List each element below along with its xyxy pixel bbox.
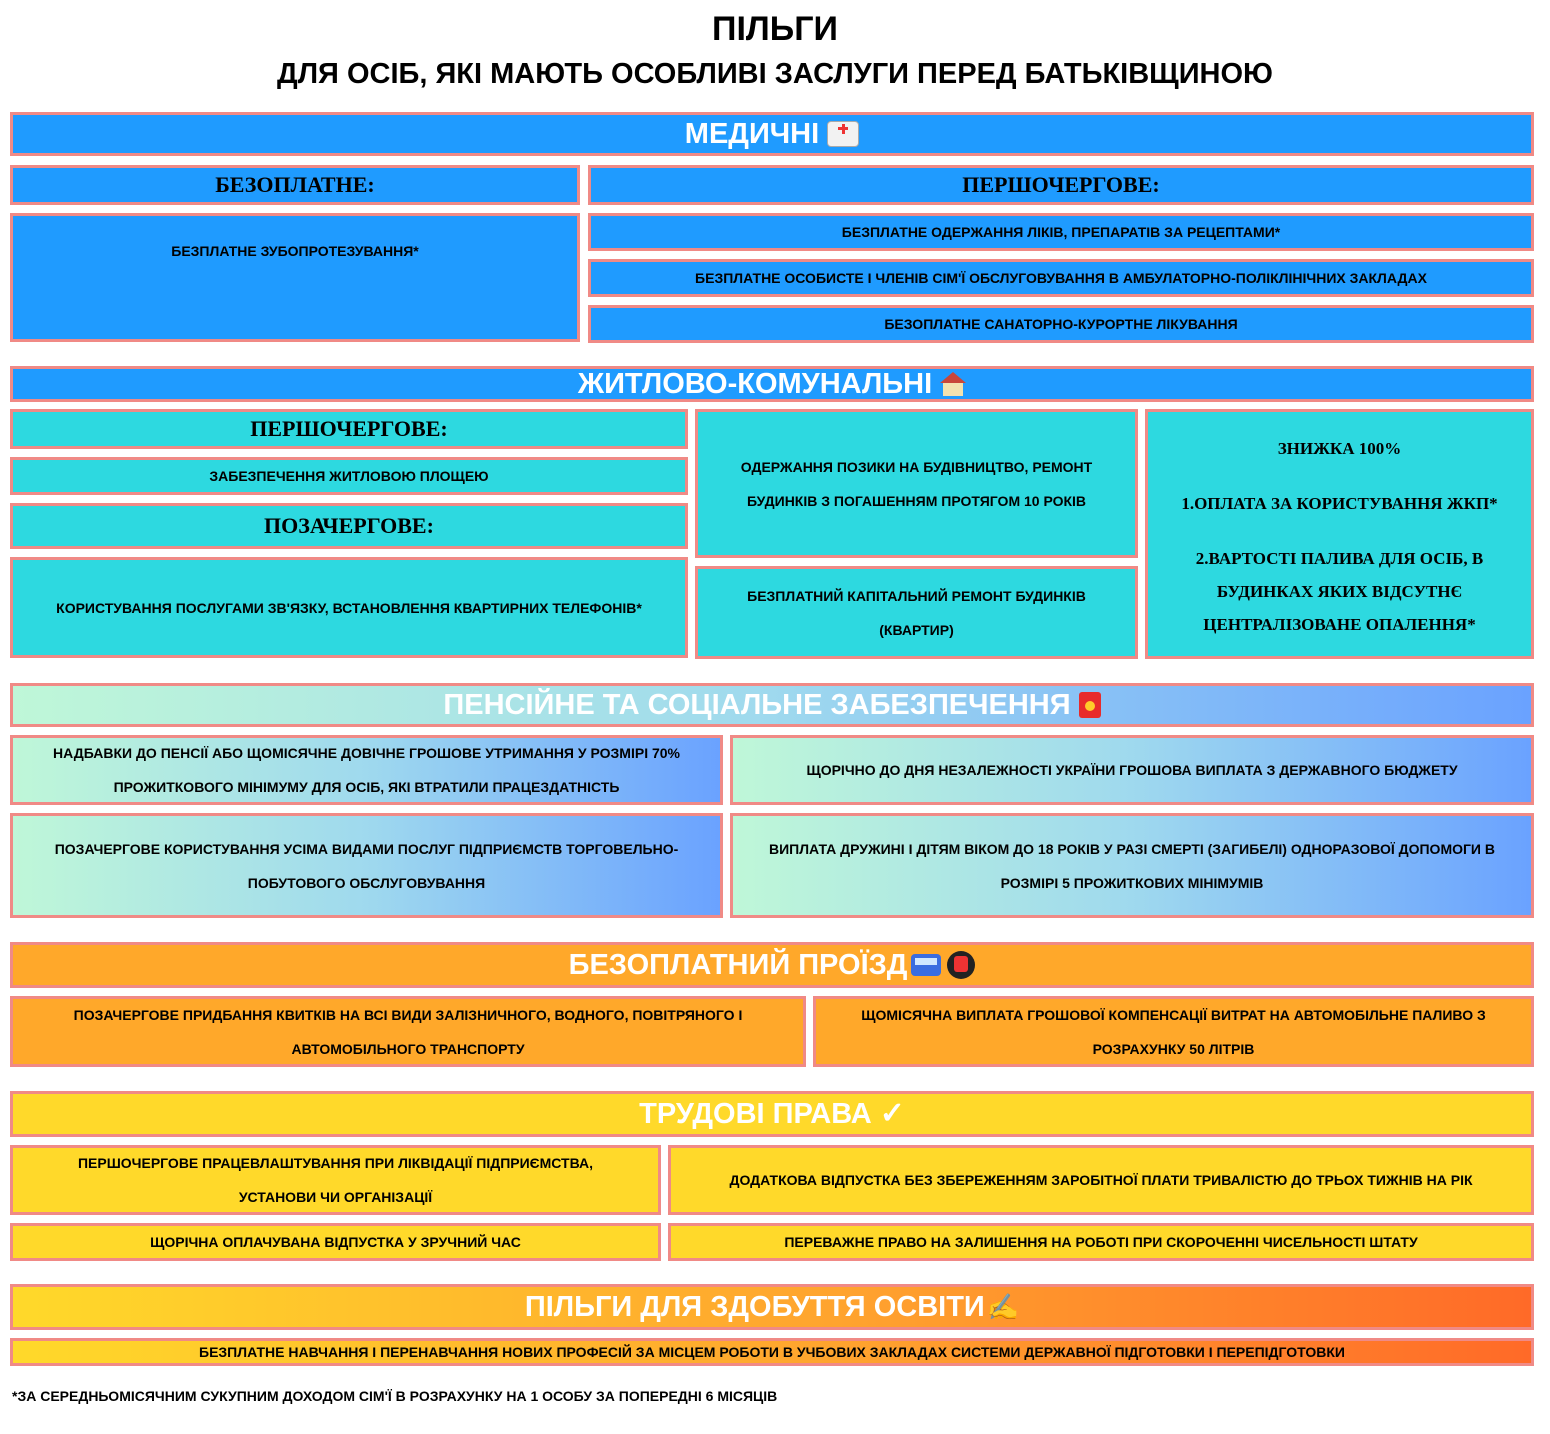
housing-header-label: ЖИТЛОВО-КОМУНАЛЬНІ (577, 368, 933, 400)
labor-item: ПЕРШОЧЕРГОВЕ ПРАЦЕВЛАШТУВАННЯ ПРИ ЛІКВІД… (10, 1145, 661, 1215)
medical-header: МЕДИЧНІ (10, 112, 1534, 156)
check-mark-icon: ✓ (879, 1097, 905, 1130)
labor-header: ТРУДОВІ ПРАВА ✓ (10, 1091, 1534, 1137)
medical-free-label: БЕЗОПЛАТНЕ: (10, 165, 580, 205)
pension-item: ПОЗАЧЕРГОВЕ КОРИСТУВАННЯ УСІМА ВИДАМИ ПО… (10, 813, 723, 918)
labor-item: ПЕРЕВАЖНЕ ПРАВО НА ЗАЛИШЕННЯ НА РОБОТІ П… (668, 1223, 1534, 1261)
pension-item: ВИПЛАТА ДРУЖИНІ І ДІТЯМ ВІКОМ ДО 18 РОКІ… (730, 813, 1534, 918)
travel-item: ПОЗАЧЕРГОВЕ ПРИДБАННЯ КВИТКІВ НА ВСІ ВИД… (10, 996, 806, 1067)
pension-header: ПЕНСІЙНЕ ТА СОЦІАЛЬНЕ ЗАБЕЗПЕЧЕННЯ (10, 683, 1534, 727)
labor-header-label: ТРУДОВІ ПРАВА (639, 1098, 872, 1130)
bus-icon (911, 954, 942, 976)
medical-priority-item: БЕЗОПЛАТНЕ САНАТОРНО-КУРОРТНЕ ЛІКУВАННЯ (588, 305, 1534, 343)
medical-free-item: БЕЗПЛАТНЕ ЗУБОПРОТЕЗУВАННЯ* (10, 213, 580, 342)
housing-out-of-turn-item: КОРИСТУВАННЯ ПОСЛУГАМИ ЗВ'ЯЗКУ, ВСТАНОВЛ… (10, 557, 688, 658)
page-subtitle: ДЛЯ ОСІБ, ЯКІ МАЮТЬ ОСОБЛИВІ ЗАСЛУГИ ПЕР… (277, 58, 1273, 90)
housing-out-of-turn-label: ПОЗАЧЕРГОВЕ: (10, 503, 688, 549)
education-header-label: ПІЛЬГИ ДЛЯ ЗДОБУТТЯ ОСВІТИ (524, 1291, 985, 1323)
travel-header-label: БЕЗОПЛАТНИЙ ПРОЇЗД (568, 949, 908, 981)
education-header: ПІЛЬГИ ДЛЯ ЗДОБУТТЯ ОСВІТИ ✍ (10, 1284, 1534, 1330)
writing-hand-icon: ✍ (986, 1292, 1020, 1322)
footnote: *ЗА СЕРЕДНЬОМІСЯЧНИМ СУКУПНИМ ДОХОДОМ СІ… (12, 1388, 778, 1404)
page-title: ПІЛЬГИ (712, 10, 838, 48)
medical-priority-item: БЕЗПЛАТНЕ ОСОБИСТЕ І ЧЛЕНІВ СІМ'Ї ОБСЛУГ… (588, 259, 1534, 297)
travel-item: ЩОМІСЯЧНА ВИПЛАТА ГРОШОВОЇ КОМПЕНСАЦІЇ В… (813, 996, 1534, 1067)
pension-item: НАДБАВКИ ДО ПЕНСІЇ АБО ЩОМІСЯЧНЕ ДОВІЧНЕ… (10, 735, 723, 805)
travel-header: БЕЗОПЛАТНИЙ ПРОЇЗД (10, 942, 1534, 988)
housing-repair: БЕЗПЛАТНИЙ КАПІТАЛЬНИЙ РЕМОНТ БУДИНКІВ (… (695, 566, 1138, 659)
discount-item: 2.ВАРТОСТІ ПАЛИВА ДЛЯ ОСІБ, В БУДИНКАХ Я… (1195, 549, 1484, 634)
ambulance-icon (827, 121, 860, 147)
discount-item: 1.ОПЛАТА ЗА КОРИСТУВАННЯ ЖКП* (1181, 494, 1498, 513)
housing-discount: ЗНИЖКА 100% 1.ОПЛАТА ЗА КОРИСТУВАННЯ ЖКП… (1145, 409, 1534, 659)
education-item: БЕЗПЛАТНЕ НАВЧАННЯ І ПЕРЕНАВЧАННЯ НОВИХ … (10, 1338, 1534, 1366)
labor-item: ДОДАТКОВА ВІДПУСТКА БЕЗ ЗБЕРЕЖЕННЯМ ЗАРО… (668, 1145, 1534, 1215)
discount-title: ЗНИЖКА 100% (1277, 439, 1402, 458)
housing-loan: ОДЕРЖАННЯ ПОЗИКИ НА БУДІВНИЦТВО, РЕМОНТ … (695, 409, 1138, 558)
medical-priority-item: БЕЗПЛАТНЕ ОДЕРЖАННЯ ЛІКІВ, ПРЕПАРАТІВ ЗА… (588, 213, 1534, 251)
housing-header: ЖИТЛОВО-КОМУНАЛЬНІ (10, 366, 1534, 402)
housing-priority-item: ЗАБЕЗПЕЧЕННЯ ЖИТЛОВОЮ ПЛОЩЕЮ (10, 457, 688, 495)
housing-priority-label: ПЕРШОЧЕРГОВЕ: (10, 409, 688, 449)
medical-header-label: МЕДИЧНІ (684, 118, 820, 150)
medical-priority-label: ПЕРШОЧЕРГОВЕ: (588, 165, 1534, 205)
pension-header-label: ПЕНСІЙНЕ ТА СОЦІАЛЬНЕ ЗАБЕЗПЕЧЕННЯ (443, 689, 1071, 721)
labor-item: ЩОРІЧНА ОПЛАЧУВАНА ВІДПУСТКА У ЗРУЧНИЙ Ч… (10, 1223, 661, 1261)
house-icon (940, 372, 967, 396)
pension-item: ЩОРІЧНО ДО ДНЯ НЕЗАЛЕЖНОСТІ УКРАЇНИ ГРОШ… (730, 735, 1534, 805)
red-envelope-icon (1078, 692, 1101, 718)
metro-icon (947, 951, 976, 979)
